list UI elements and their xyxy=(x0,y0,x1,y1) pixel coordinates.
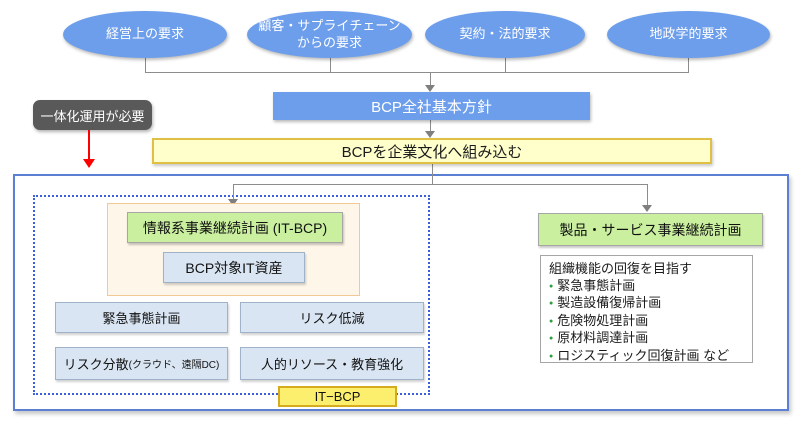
recovery-plan-list: 緊急事態計画 製造設備復帰計画 危険物処理計画 原材料調達計画 ロジスティック回… xyxy=(549,278,744,366)
culture-label: BCPを企業文化へ組み込む xyxy=(341,143,523,161)
connector-stub-3 xyxy=(505,57,506,72)
callout-label: 一体化運用が必要 xyxy=(40,108,145,124)
connector-stub-4 xyxy=(688,57,689,72)
it-bcp-dotted-frame xyxy=(33,195,430,395)
emergency-plan-box: 緊急事態計画 xyxy=(55,302,228,333)
connector-drop-to-policy xyxy=(430,72,431,86)
risk-reduction-box: リスク低減 xyxy=(240,302,424,333)
connector-branch-right xyxy=(647,184,648,206)
red-arrow-line xyxy=(88,130,90,160)
arrow-down-icon xyxy=(642,205,652,212)
human-resource-education-box: 人的リソース・教育強化 xyxy=(240,347,424,380)
connector-stub-2 xyxy=(330,57,331,72)
ellipse-customer-supplychain-requirement: 顧客・サプライチェーン からの要求 xyxy=(247,11,412,58)
it-bcp-plan-label: 情報系事業継続計画 (IT-BCP) xyxy=(142,219,328,236)
connector-stub-1 xyxy=(145,57,146,72)
it-bcp-tag-label: IT−BCP xyxy=(314,389,361,404)
ellipse-geopolitical-requirement: 地政学的要求 xyxy=(607,11,770,58)
list-item: 製造設備復帰計画 xyxy=(549,295,744,313)
ellipse-label: 経営上の要求 xyxy=(105,26,184,42)
risk-reduction-label: リスク低減 xyxy=(299,311,365,326)
it-bcp-tag: IT−BCP xyxy=(278,386,397,407)
it-bcp-plan-box: 情報系事業継続計画 (IT-BCP) xyxy=(127,212,343,243)
list-item: 危険物処理計画 xyxy=(549,313,744,331)
bcp-it-asset-box: BCP対象IT資産 xyxy=(163,252,305,283)
product-service-plan-label: 製品・サービス事業継続計画 xyxy=(559,221,742,238)
connector-policy-to-culture xyxy=(430,120,431,132)
bcp-outer-frame xyxy=(13,174,789,411)
ellipse-management-requirement: 経営上の要求 xyxy=(63,11,227,58)
callout-integrated-operation: 一体化運用が必要 xyxy=(33,100,152,130)
list-item: ロジスティック回復計画 など xyxy=(549,348,744,366)
connector-top-horizontal xyxy=(145,72,689,73)
bcp-culture-box: BCPを企業文化へ組み込む xyxy=(152,138,712,164)
arrow-down-icon xyxy=(425,131,435,138)
bcp-company-policy-box: BCP全社基本方針 xyxy=(273,92,590,120)
arrow-down-icon xyxy=(425,85,435,92)
bcp-it-asset-label: BCP対象IT資産 xyxy=(185,259,283,276)
ellipse-label: 地政学的要求 xyxy=(649,26,728,42)
red-arrow-down-icon xyxy=(83,159,95,168)
risk-distribution-sublabel: (クラウド、遠隔DC) xyxy=(128,360,220,371)
risk-distribution-box: リスク分散(クラウド、遠隔DC) xyxy=(55,347,228,380)
list-item: 緊急事態計画 xyxy=(549,278,744,296)
recovery-list-heading: 組織機能の回復を目指す xyxy=(549,261,693,276)
ellipse-label: 契約・法的要求 xyxy=(459,26,551,42)
arrow-down-icon xyxy=(228,199,238,206)
recovery-plan-list-box: 組織機能の回復を目指す 緊急事態計画 製造設備復帰計画 危険物処理計画 原材料調… xyxy=(540,255,753,363)
policy-label: BCP全社基本方針 xyxy=(371,98,492,116)
connector-branch-left xyxy=(233,184,234,200)
emergency-plan-label: 緊急事態計画 xyxy=(102,311,181,326)
ellipse-label: 顧客・サプライチェーン からの要求 xyxy=(258,18,401,50)
connector-culture-drop xyxy=(432,163,433,184)
product-service-plan-box: 製品・サービス事業継続計画 xyxy=(538,213,763,246)
connector-branch-horizontal xyxy=(233,184,648,185)
list-item: 原材料調達計画 xyxy=(549,330,744,348)
human-resource-education-label: 人的リソース・教育強化 xyxy=(260,357,404,372)
ellipse-contract-legal-requirement: 契約・法的要求 xyxy=(425,11,585,58)
risk-distribution-label: リスク分散 xyxy=(63,357,129,372)
